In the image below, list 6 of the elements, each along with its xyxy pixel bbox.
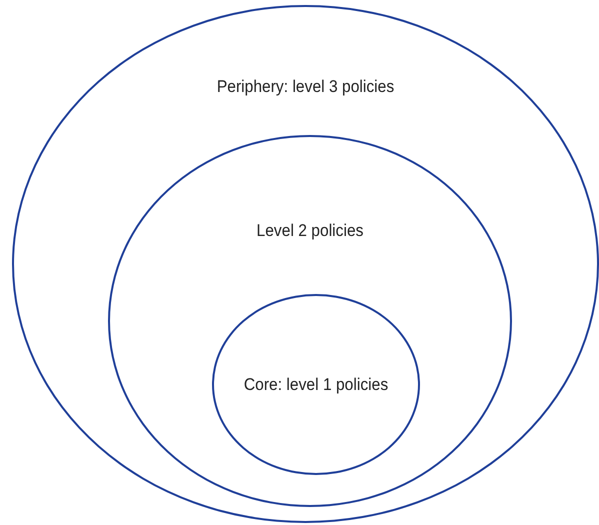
region-label: Core: level 1 policies bbox=[242, 375, 390, 395]
region-label: Level 2 policies bbox=[256, 221, 364, 241]
region-label: Periphery: level 3 policies bbox=[216, 77, 396, 97]
ellipse-region bbox=[212, 294, 420, 475]
ellipse-region bbox=[108, 135, 512, 507]
ellipse-region bbox=[12, 5, 599, 523]
